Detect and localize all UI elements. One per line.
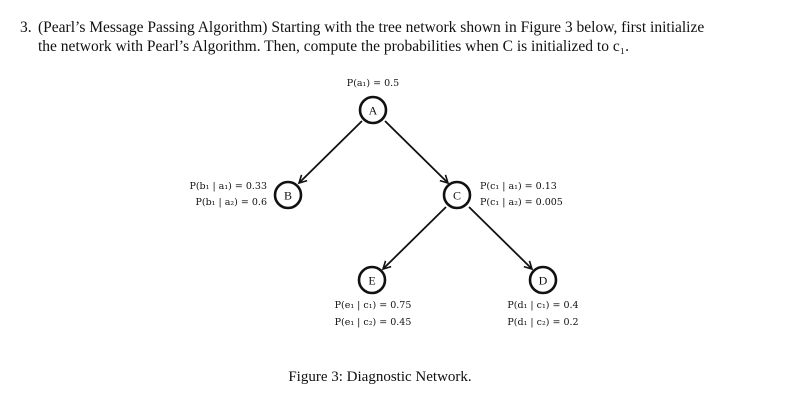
- problem-text-line-1: (Pearl’s Message Passing Algorithm) Star…: [38, 19, 705, 36]
- edge-c-d: [468, 206, 532, 269]
- problem-statement: 3. (Pearl’s Message Passing Algorithm) St…: [20, 18, 775, 56]
- node-e-label: E: [368, 274, 375, 288]
- prob-c-2: P(c₁ | a₂) = 0.005: [480, 197, 563, 208]
- node-a-label: A: [369, 104, 378, 118]
- prob-b-1: P(b₁ | a₁) = 0.33: [189, 181, 267, 192]
- edge-a-c: [384, 120, 448, 183]
- node-b-label: B: [284, 189, 292, 203]
- prob-b-2: P(b₁ | a₂) = 0.6: [195, 197, 267, 208]
- prob-e-1: P(e₁ | c₁) = 0.75: [335, 300, 412, 311]
- edge-a-b: [299, 120, 363, 183]
- problem-text-line-2: the network with Pearl’s Algorithm. Then…: [38, 38, 629, 55]
- figure-caption: Figure 3: Diagnostic Network.: [288, 369, 472, 385]
- node-d-label: D: [539, 274, 548, 288]
- node-a: A: [358, 95, 388, 125]
- problem-number: 3.: [20, 19, 32, 36]
- problem-line-1: 3. (Pearl’s Message Passing Algorithm) St…: [20, 18, 775, 37]
- node-b: B: [273, 180, 303, 210]
- edge-c-e: [383, 206, 447, 269]
- prob-e-2: P(e₁ | c₂) = 0.45: [335, 317, 412, 328]
- node-e: E: [357, 265, 387, 295]
- prob-d-2: P(d₁ | c₂) = 0.2: [507, 317, 578, 328]
- node-c-label: C: [453, 189, 461, 203]
- prob-d-1: P(d₁ | c₁) = 0.4: [507, 300, 578, 311]
- node-c: C: [442, 180, 472, 210]
- prob-a-1: P(a₁) = 0.5: [347, 78, 399, 89]
- prob-c-1: P(c₁ | a₁) = 0.13: [480, 181, 557, 192]
- node-d: D: [528, 265, 558, 295]
